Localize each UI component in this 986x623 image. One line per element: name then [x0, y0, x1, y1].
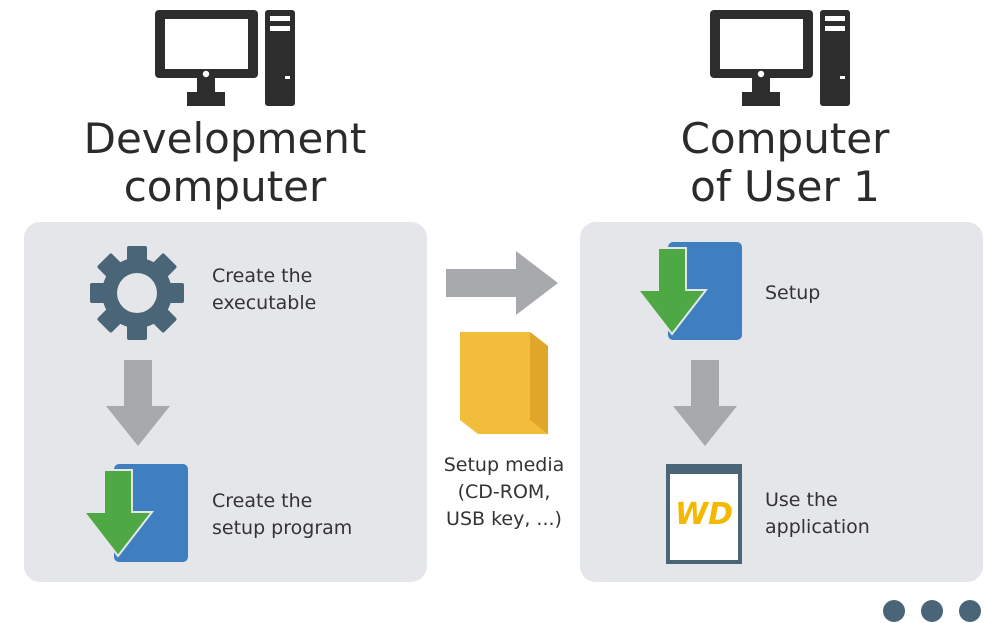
- right-arrow-icon: [446, 251, 558, 315]
- label-line: executable: [212, 292, 317, 314]
- box-icon: [460, 332, 548, 434]
- title-line: Computer: [680, 114, 890, 163]
- development-computer-icon: [155, 10, 297, 108]
- label-line: Create the: [212, 490, 313, 512]
- create-executable-label: Create the executable: [212, 263, 316, 317]
- label-line: Setup media: [443, 454, 565, 476]
- title-line: Development: [83, 114, 367, 163]
- setup-icon: [81, 464, 190, 564]
- use-application-label: Use the application: [765, 487, 870, 541]
- gear-icon: [88, 244, 186, 342]
- title-line: computer: [123, 162, 327, 211]
- development-computer-title: Development computer: [40, 115, 410, 211]
- down-arrow-icon: [673, 360, 737, 448]
- user-panel: [580, 222, 983, 582]
- label-line: setup program: [212, 517, 353, 539]
- setup-label: Setup: [765, 280, 820, 307]
- more-dot: [921, 600, 943, 622]
- label-line: application: [765, 516, 870, 538]
- create-setup-program-label: Create the setup program: [212, 488, 352, 542]
- more-dot: [959, 600, 981, 622]
- label-line: (CD-ROM,: [457, 481, 551, 503]
- label-line: USB key, ...): [446, 508, 562, 530]
- application-icon: WD: [666, 464, 742, 564]
- label-line: Create the: [212, 265, 313, 287]
- user-computer-icon: [710, 10, 852, 108]
- title-line: of User 1: [690, 162, 880, 211]
- more-dot: [883, 600, 905, 622]
- label-line: Setup: [765, 282, 821, 304]
- wd-logo: WD: [675, 497, 733, 532]
- user-computer-title: Computer of User 1: [600, 115, 970, 211]
- label-line: Use the: [765, 489, 838, 511]
- down-arrow-icon: [106, 360, 170, 448]
- setup-icon: [635, 242, 744, 342]
- setup-media-label: Setup media (CD-ROM, USB key, ...): [430, 452, 578, 533]
